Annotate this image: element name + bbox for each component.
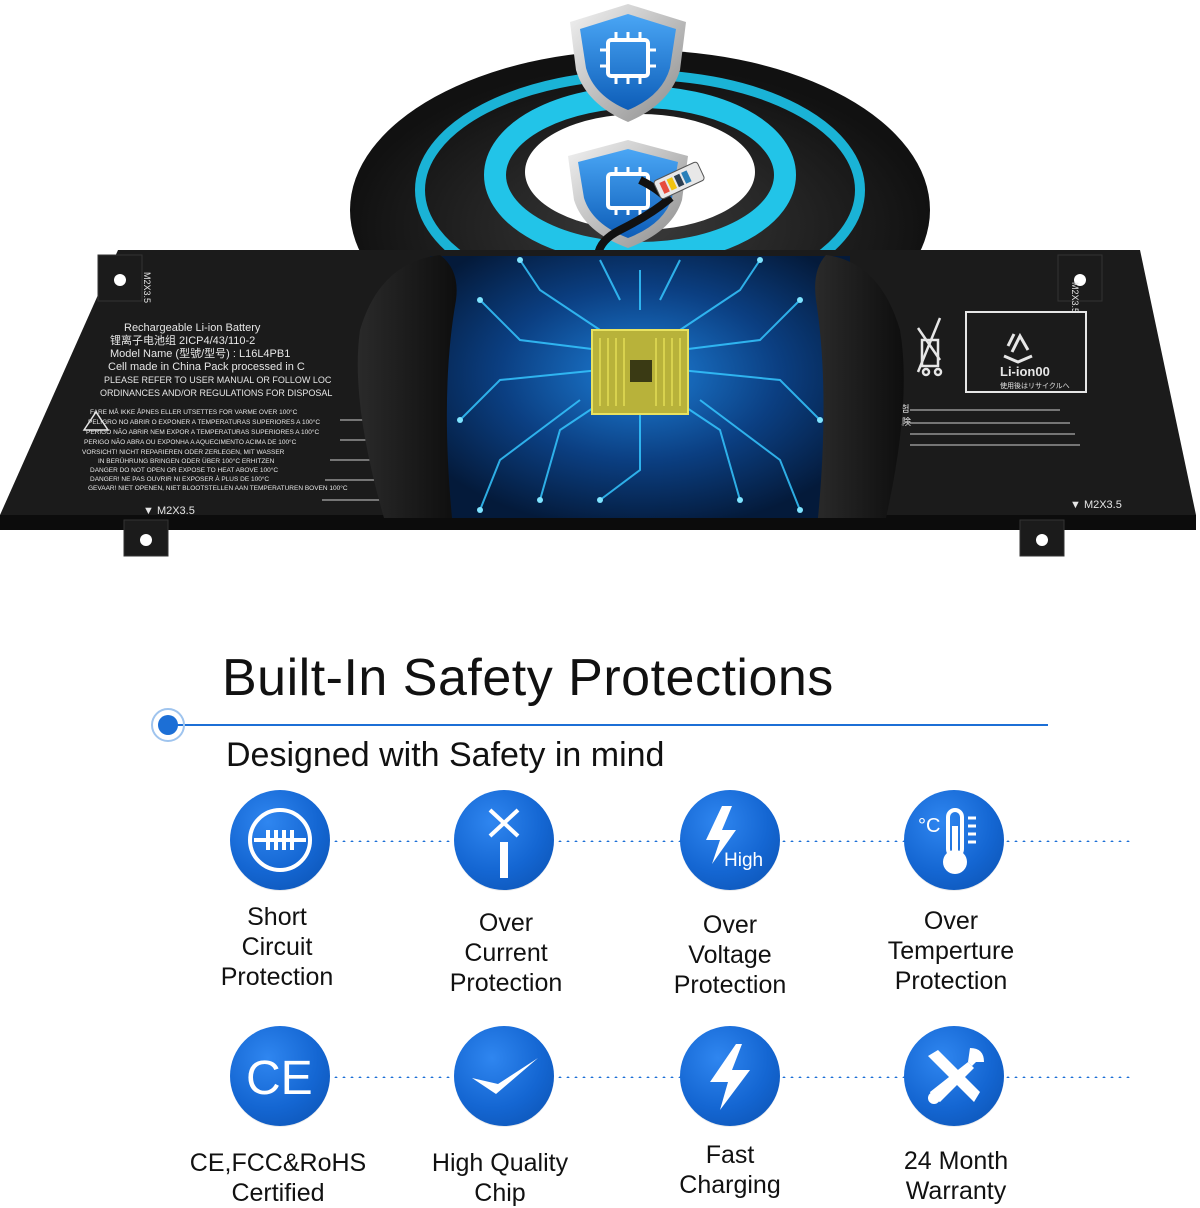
svg-text:DANGER! NE PAS OUVRIR NI EXPO: DANGER! NE PAS OUVRIR NI EXPOSER À PLUS … — [90, 474, 269, 483]
svg-text:PERIGO NÃO ABRIR NEM EXPOR A: PERIGO NÃO ABRIR NEM EXPOR A TEMPERATURA… — [86, 427, 319, 436]
svg-text:CE: CE — [246, 1052, 313, 1105]
high-voltage-icon: High — [680, 790, 780, 890]
svg-text:▼ M2X3.5: ▼ M2X3.5 — [1070, 499, 1122, 511]
svg-text:Cell made in China Pack proc: Cell made in China Pack processed in C — [108, 361, 305, 373]
tools-icon — [904, 1026, 1004, 1126]
feature-short-circuit: Short Circuit Protection — [220, 903, 334, 991]
circuit-board-panel — [430, 256, 850, 518]
left-flap — [357, 255, 457, 518]
recycle-icon — [1003, 332, 1033, 364]
lightning-icon — [680, 1026, 780, 1126]
feature-high-quality-chip: High Quality Chip — [431, 1149, 569, 1207]
svg-text:VORSICHT! NICHT REPARIEREN OD: VORSICHT! NICHT REPARIEREN ODER ZERLEGEN… — [82, 449, 285, 456]
short-circuit-icon — [230, 790, 330, 890]
over-current-icon — [454, 790, 554, 890]
svg-text:DANGER DO NOT OPEN OR EXPOSE T: DANGER DO NOT OPEN OR EXPOSE TO HEAT ABO… — [90, 466, 278, 474]
right-flap — [815, 255, 904, 518]
svg-text:M2X3.5: M2X3.5 — [1070, 282, 1080, 313]
feature-over-current: Over Current Protection — [449, 909, 563, 997]
title-underline — [151, 708, 1048, 742]
svg-text:°C: °C — [918, 815, 940, 837]
svg-text:Rechargeable Li-ion Battery: Rechargeable Li-ion Battery — [124, 322, 261, 334]
feature-over-voltage: Over Voltage Protection — [673, 911, 787, 999]
page-title: Built-In Safety Protections — [222, 649, 834, 707]
checkmark-icon — [454, 1026, 554, 1126]
svg-text:ORDINANCES AND/OR REGULATIONS: ORDINANCES AND/OR REGULATIONS FOR DISPOS… — [100, 388, 332, 398]
battery-label-text: Rechargeable Li-ion Battery 锂离子电池组 2ICP4… — [82, 272, 1122, 517]
top-shield-icon — [570, 4, 686, 122]
svg-text:PLEASE REFER TO USER MANUAL OR: PLEASE REFER TO USER MANUAL OR FOLLOW LO… — [104, 375, 332, 385]
svg-text:Li-ion00: Li-ion00 — [1000, 364, 1050, 379]
crossed-bin-icon — [916, 317, 943, 377]
svg-text:锂离子电池组 2ICP4/43/110-2: 锂离子电池组 2ICP4/43/110-2 — [110, 333, 255, 347]
battery-connector-cable — [594, 161, 705, 256]
thermometer-icon: °C — [904, 790, 1004, 890]
feature-over-temperature: Over Temperture Protection — [887, 907, 1015, 995]
svg-text:危険: 危険 — [893, 416, 911, 427]
page-subtitle: Designed with Safety in mind — [226, 736, 665, 774]
feature-fast-charging: Fast Charging — [679, 1141, 781, 1199]
svg-text:▼ M2X3.5: ▼ M2X3.5 — [143, 505, 195, 517]
svg-text:使用後はリサイクルへ: 使用後はリサイクルへ — [1000, 381, 1070, 390]
feature-warranty: 24 Month Warranty — [903, 1147, 1009, 1205]
svg-text:GEVAAR! NIET OPENEN, NIET BLO: GEVAAR! NIET OPENEN, NIET BLOOTSTELLEN A… — [88, 484, 348, 492]
recycle-label: Li-ion00 使用後はリサイクルへ — [916, 311, 1087, 393]
svg-text:High: High — [724, 850, 763, 871]
svg-text:PERIGO NÃO ABRA OU EXPONHA A: PERIGO NÃO ABRA OU EXPONHA A AQUECIMENTO… — [84, 437, 297, 446]
svg-text:M2X3.5: M2X3.5 — [142, 272, 152, 303]
battery-hero-illustration: Rechargeable Li-ion Battery 锂离子电池组 2ICP4… — [0, 4, 1196, 557]
svg-text:PELIGRO NO ABRIR O EXPONER A: PELIGRO NO ABRIR O EXPONER A TEMPERATURA… — [88, 418, 320, 426]
svg-text:IN BERÜHRUNG BRINGEN ODER ÜBER: IN BERÜHRUNG BRINGEN ODER ÜBER 100°C ERH… — [98, 457, 275, 465]
feature-certified: CE,FCC&RoHS Certified — [189, 1149, 367, 1207]
svg-text:Model Name (型號/型号) : L16L4PB1: Model Name (型號/型号) : L16L4PB1 — [110, 346, 290, 360]
ce-mark-icon: CE — [230, 1026, 330, 1126]
svg-text:FARE MÅ IKKE ÅPNES ELLER UTSE: FARE MÅ IKKE ÅPNES ELLER UTSETTES FOR VA… — [90, 407, 298, 416]
